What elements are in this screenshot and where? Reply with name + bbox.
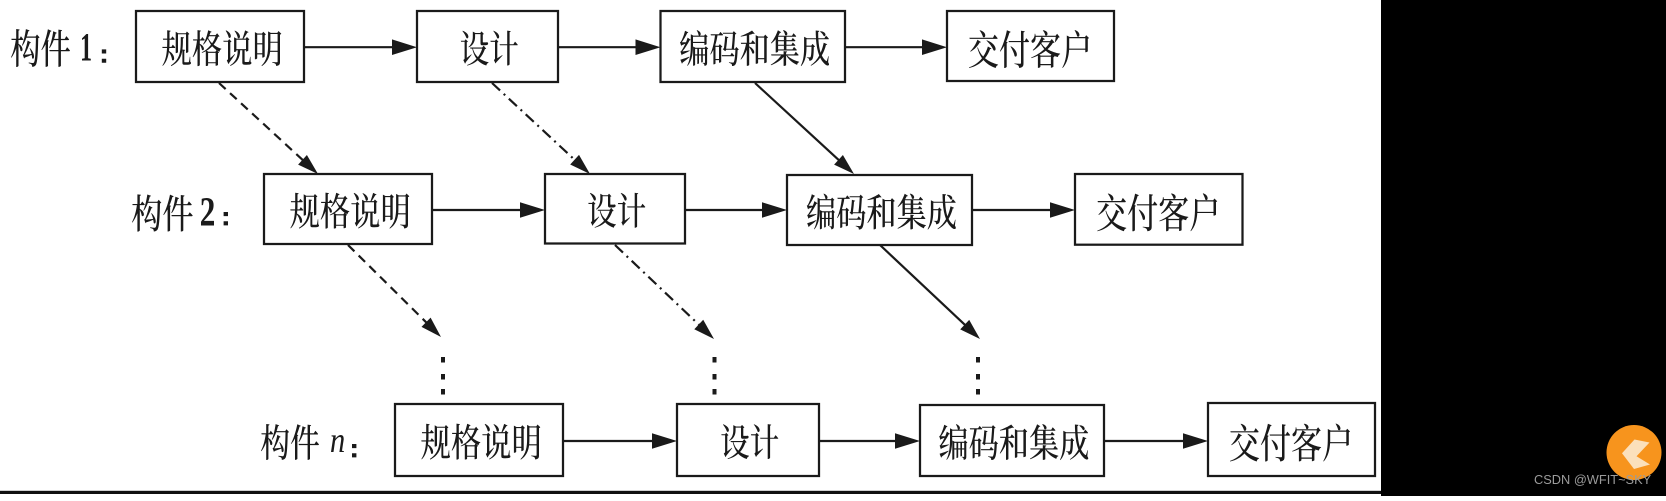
svg-text:CSDN @WFIT~SKY: CSDN @WFIT~SKY [1534, 472, 1652, 487]
